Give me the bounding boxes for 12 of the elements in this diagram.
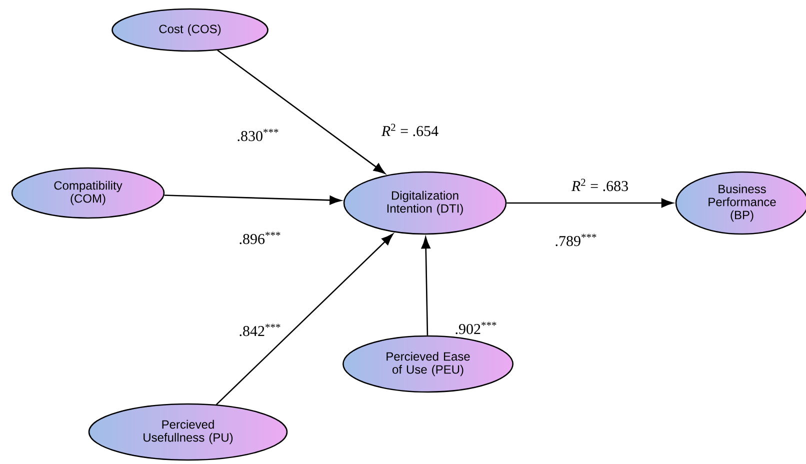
arrow [421,236,430,336]
path-coefficient: .896$^{***}$ [238,230,282,246]
path-coefficient: .902$^{***}$ [454,320,498,336]
arrow [216,234,394,405]
path-coefficient: .789$^{***}$ [554,232,598,248]
arrow [217,50,386,174]
r-squared-label: R$^{2}$ = .683 [571,178,628,192]
path-coefficient: .830$^{***}$ [236,128,280,142]
arrow [164,194,342,205]
path-coefficient: .842$^{***}$ [238,322,282,338]
r-squared-label: R$^{2}$ = .654 [381,124,438,136]
arrow [506,198,674,208]
